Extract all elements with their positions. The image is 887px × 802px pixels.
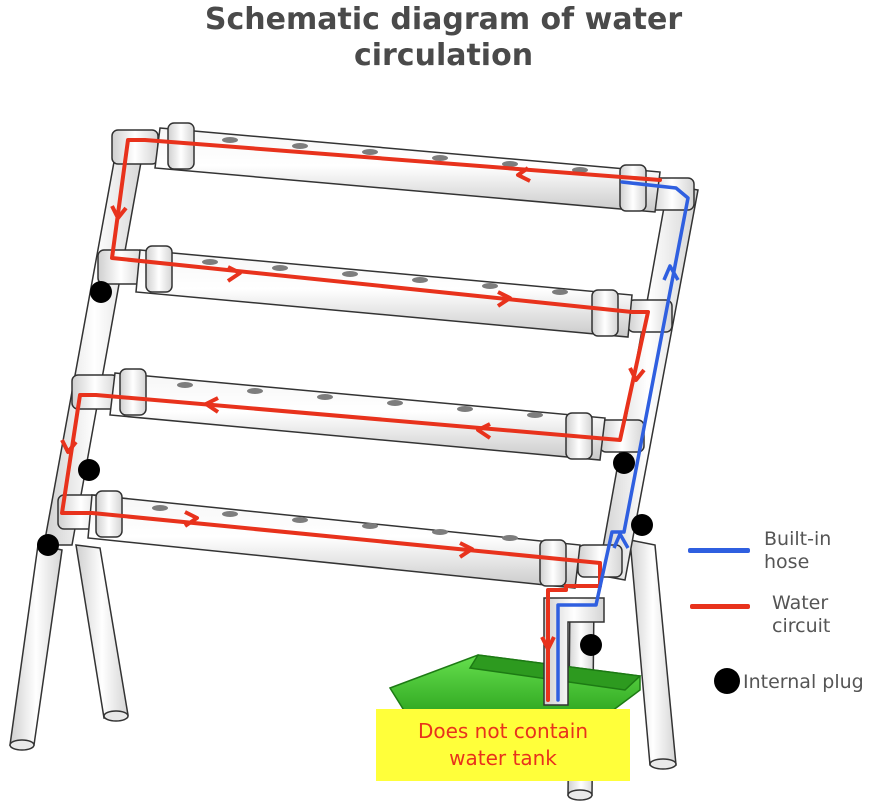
planting-pipes <box>87 122 661 589</box>
water-circuit-arrows <box>60 166 646 651</box>
legend-hose-swatch <box>688 548 750 553</box>
internal-plugs <box>37 281 653 656</box>
legend-water-label: Water circuit <box>772 592 830 638</box>
title-line-1: Schematic diagram of water <box>204 2 683 37</box>
internal-plug-marker <box>613 452 635 474</box>
legend-hose-label: Built-in hose <box>764 528 831 574</box>
no-tank-notice: Does not contain water tank <box>376 709 630 781</box>
legend-plug-label: Internal plug <box>743 671 864 693</box>
internal-plug-marker <box>37 534 59 556</box>
title-line-2: circulation <box>353 38 534 73</box>
legend-water-line-1: Water <box>772 592 829 614</box>
internal-plug-marker <box>90 281 112 303</box>
legend-hose-line-2: hose <box>764 551 810 573</box>
legend-water-swatch <box>690 604 750 609</box>
legend-hose-line-1: Built-in <box>764 528 832 550</box>
legend-water-line-2: circuit <box>772 615 831 637</box>
built-in-hose-path <box>556 180 690 702</box>
planting-holes <box>152 137 588 541</box>
internal-plug-marker <box>631 514 653 536</box>
internal-plug-marker <box>580 634 602 656</box>
notice-line-2: water tank <box>449 746 557 770</box>
internal-plug-marker <box>78 459 100 481</box>
notice-line-1: Does not contain <box>417 719 589 743</box>
legend-plug-swatch <box>714 668 740 694</box>
diagram-title: Schematic diagram of water circulation <box>0 2 887 74</box>
built-in-hose-arrows <box>612 264 680 549</box>
left-upright <box>43 129 159 546</box>
